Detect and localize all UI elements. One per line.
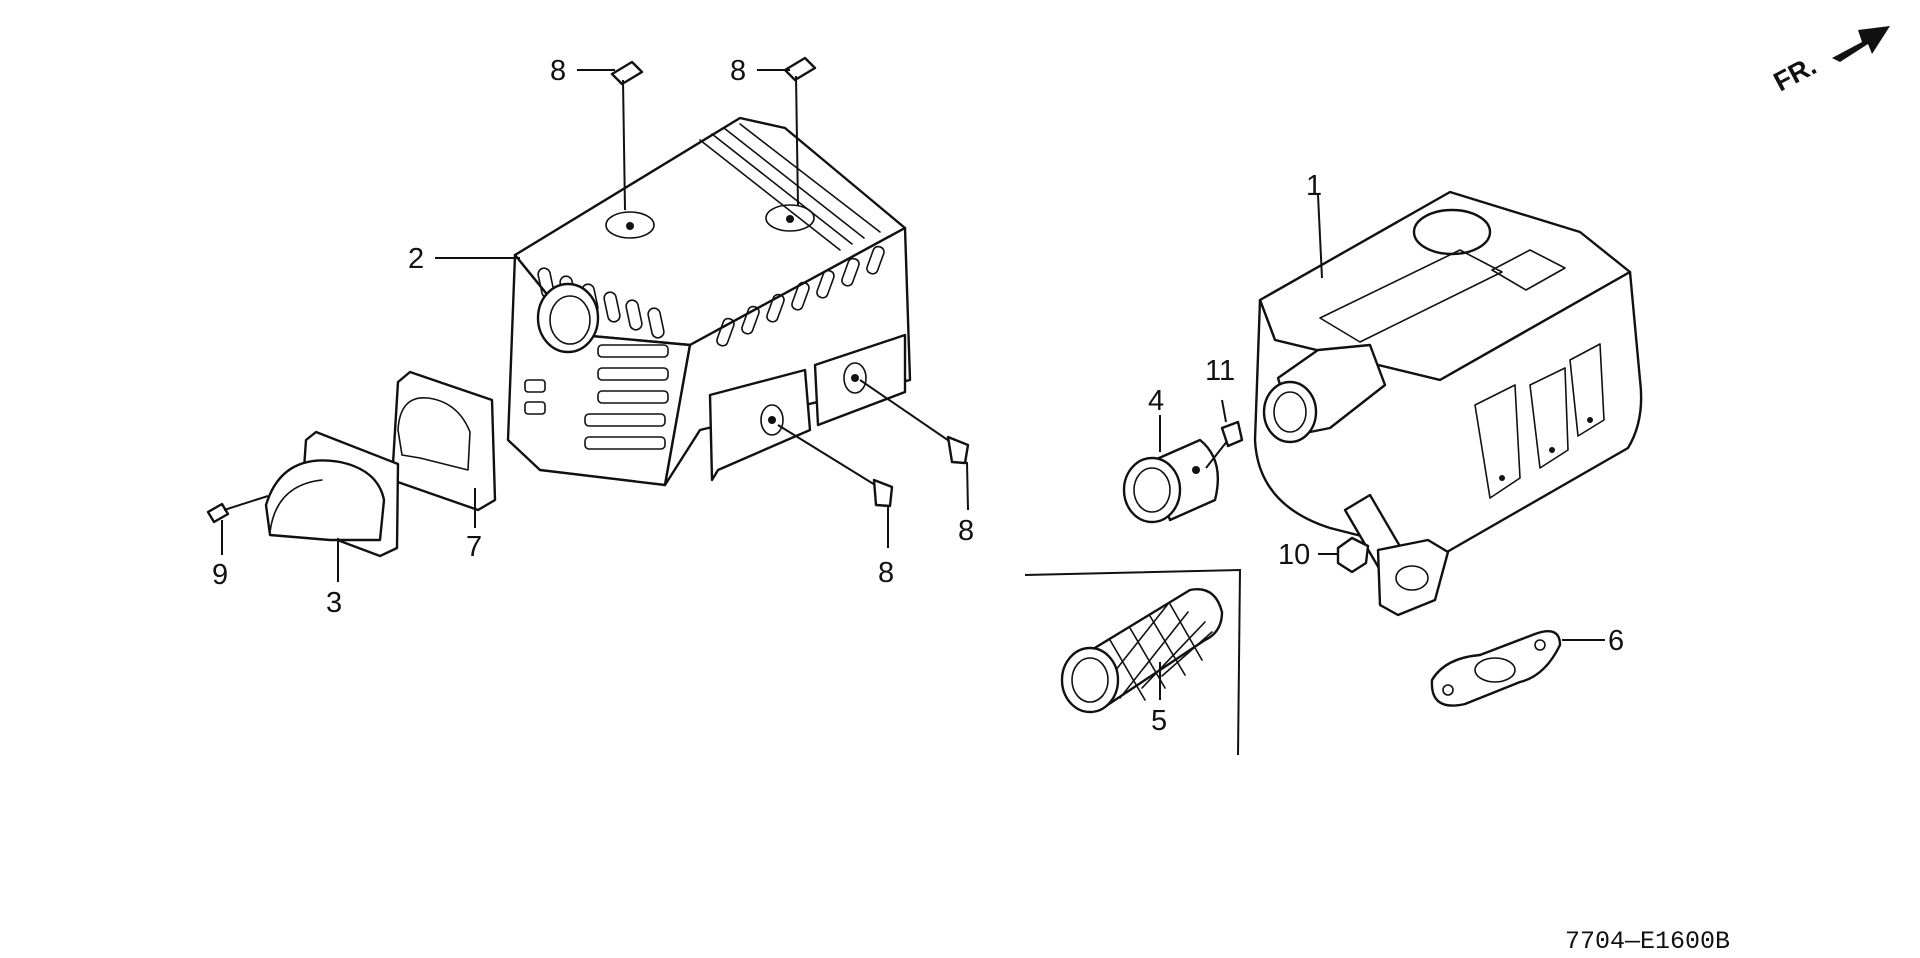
front-direction-indicator: FR.	[1769, 26, 1890, 97]
bolt-side-right	[859, 379, 970, 465]
bolt-top-right	[783, 56, 817, 207]
muffler-protector	[506, 116, 912, 487]
callout-bolt-top-left: 8	[550, 55, 566, 87]
vent-slots	[537, 245, 885, 347]
callout-muffler: 1	[1306, 170, 1322, 202]
muffler	[1253, 190, 1643, 617]
deflector-gasket	[390, 370, 497, 512]
callout-spark-arrester: 5	[1151, 705, 1167, 737]
bolt-side-lower	[777, 424, 894, 508]
exhaust-deflector	[264, 430, 400, 558]
front-direction-label: FR.	[1769, 50, 1821, 97]
callout-deflector-gasket: 7	[466, 531, 482, 563]
muffler-gasket	[1430, 630, 1562, 707]
tail-pipe-screw	[1205, 420, 1244, 469]
callout-labels: 1 2 3 4 5 6 7 8 8 8 8 9 10 11	[212, 55, 1624, 737]
muffler-nut	[1336, 536, 1370, 574]
callout-muffler-gasket: 6	[1608, 625, 1624, 657]
callout-exhaust-deflector: 3	[326, 587, 342, 619]
spark-arrester	[1024, 568, 1242, 756]
callout-bolt-side-right: 8	[958, 515, 974, 547]
callout-bolt-side-lower: 8	[878, 557, 894, 589]
screw-deflector	[206, 495, 269, 524]
callout-tail-pipe-screw: 11	[1205, 355, 1235, 387]
front-direction-arrow-icon	[1832, 26, 1890, 62]
callout-tail-pipe: 4	[1148, 385, 1164, 417]
leader-lines	[221, 69, 1605, 700]
callout-screw: 9	[212, 559, 228, 591]
bolt-top-left	[610, 60, 644, 211]
callout-nut: 10	[1278, 539, 1310, 571]
callout-muffler-protector: 2	[408, 243, 424, 275]
tail-pipe	[1122, 438, 1219, 524]
callout-bolt-top-right: 8	[730, 55, 746, 87]
diagram-code: 7704—E1600B	[1565, 927, 1730, 956]
